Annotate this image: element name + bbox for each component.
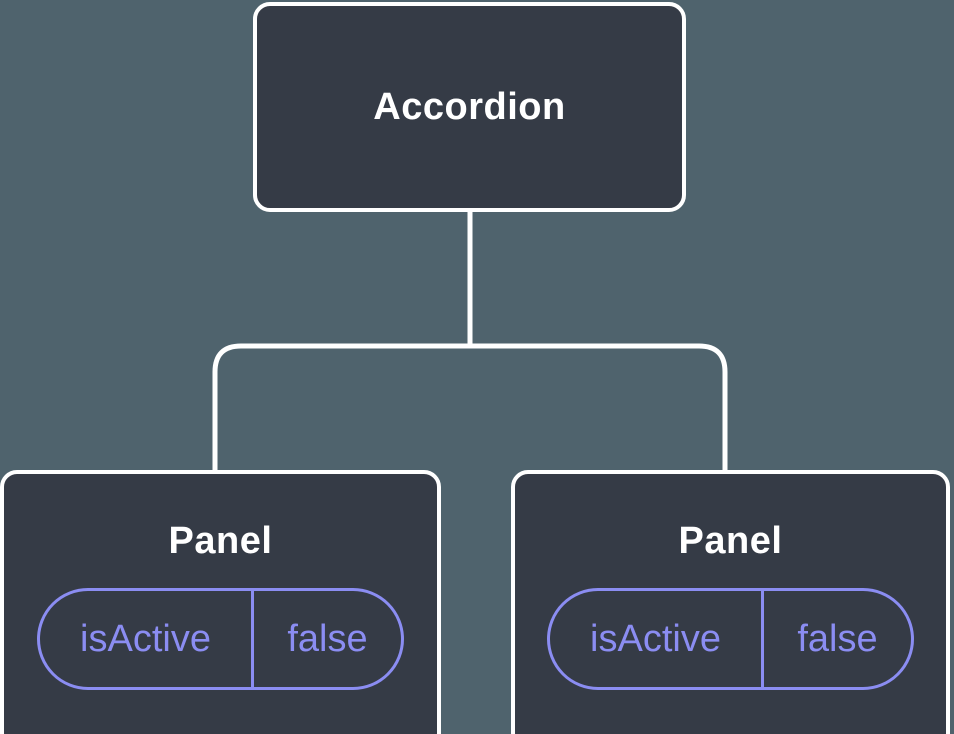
panel-right-state-pill: isActive false [547, 588, 914, 690]
connector-branch [212, 343, 728, 472]
state-value-label: false [797, 617, 878, 660]
panel-left-state-pill: isActive false [37, 588, 404, 690]
tree-node-panel-right: Panel isActive false [511, 470, 950, 734]
panel-left-label: Panel [168, 520, 273, 562]
state-value-label: false [287, 617, 368, 660]
tree-node-accordion: Accordion [253, 2, 686, 212]
state-name-label: isActive [550, 591, 764, 687]
panel-right-label: Panel [678, 520, 783, 562]
state-name-label: isActive [40, 591, 254, 687]
tree-node-panel-left: Panel isActive false [0, 470, 441, 734]
accordion-node-label: Accordion [373, 86, 566, 128]
